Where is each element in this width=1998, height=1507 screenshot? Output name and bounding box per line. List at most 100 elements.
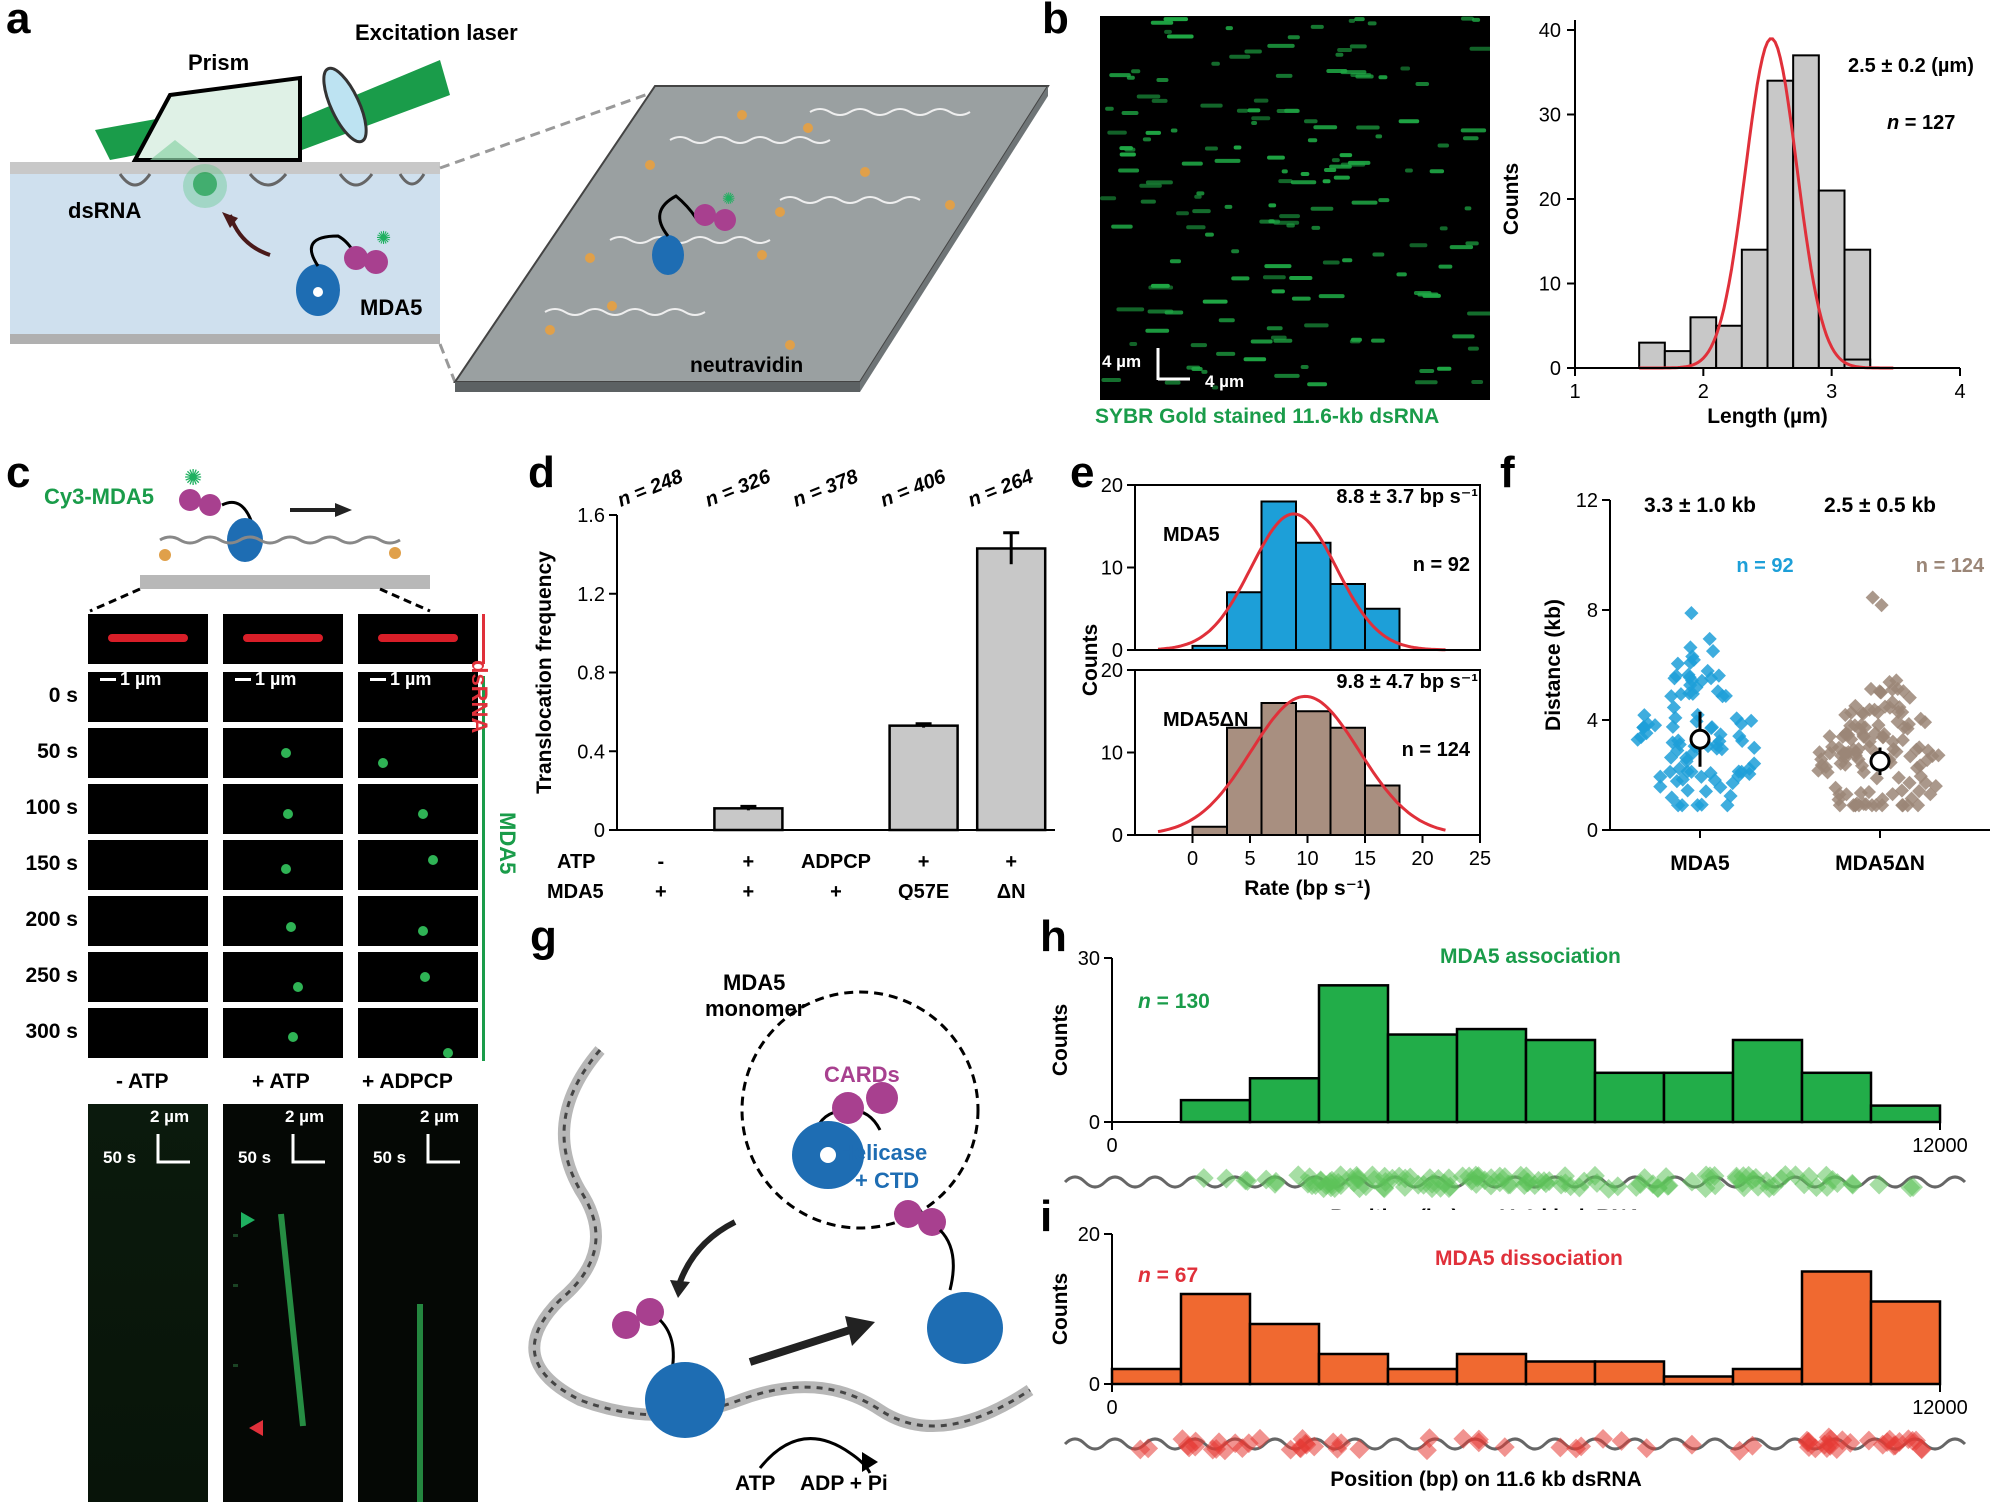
molecule-spot	[1275, 73, 1293, 78]
rate-bar	[1260, 500, 1297, 651]
kymo-x-scale-3: 2 µm	[420, 1107, 460, 1126]
molecule-spot	[1131, 69, 1141, 74]
molecule-spot	[1150, 20, 1174, 25]
molecule-spot	[1340, 70, 1367, 75]
rate-bar	[1295, 710, 1332, 836]
mda5-row-label: ΔN	[997, 881, 1026, 900]
mean-marker	[1869, 750, 1891, 772]
molecule-spot	[1211, 385, 1219, 390]
molecule-spot	[1396, 272, 1407, 277]
x-tick-label: 12000	[1912, 1135, 1968, 1157]
molecule-spot	[1100, 196, 1117, 201]
quartz-slide	[10, 162, 440, 174]
atp-row-title: ATP	[557, 851, 596, 873]
x-tick-label: 0	[1106, 1135, 1117, 1157]
event-marker	[1626, 1177, 1647, 1197]
y-tick-label: 30	[1539, 105, 1561, 127]
sybr-gold-micrograph	[1100, 16, 1490, 400]
molecule-spot	[1438, 264, 1453, 269]
molecule-spot	[1251, 116, 1271, 121]
position-bar	[1317, 984, 1390, 1124]
time-lapse-frame	[88, 784, 208, 834]
molecule-spot	[1322, 260, 1340, 265]
time-lapse-frame	[88, 1008, 208, 1058]
g-title-line2: monomer	[705, 996, 806, 1021]
distance-point	[1869, 771, 1884, 786]
kymo-x-scale-1: 2 µm	[150, 1107, 190, 1126]
molecule-spot	[1271, 289, 1285, 294]
event-marker	[1468, 1432, 1489, 1453]
y-tick-label: 0	[1112, 825, 1123, 847]
event-marker	[1349, 1439, 1370, 1460]
molecule-spot	[1378, 75, 1388, 80]
molecule-spot	[1250, 339, 1273, 344]
distance-point	[1863, 681, 1879, 697]
histogram-bar	[1766, 79, 1795, 369]
molecule-spot	[1279, 214, 1301, 219]
distance-point	[1670, 656, 1685, 671]
mda5-row-title: MDA5	[547, 881, 604, 900]
distance-point	[1723, 788, 1738, 804]
molecule-spot	[1119, 152, 1136, 157]
distance-point	[1684, 673, 1700, 688]
molecule-spot	[1163, 17, 1189, 22]
molecule-spot	[1270, 335, 1287, 340]
y-tick-label: 20	[1078, 1224, 1100, 1246]
time-lapse-frame	[358, 728, 478, 778]
molecule-spot	[1216, 351, 1236, 356]
distance-point	[1874, 598, 1889, 613]
micrograph-caption: SYBR Gold stained 11.6-kb dsRNA	[1095, 405, 1440, 428]
atp-row-label: +	[743, 851, 755, 873]
event-marker	[1535, 1173, 1556, 1194]
distance-point	[1671, 798, 1686, 813]
molecule-spot	[1214, 158, 1241, 163]
gaussian-fit-line	[1157, 512, 1446, 652]
molecule-spot	[1371, 338, 1385, 343]
event-marker	[1598, 1178, 1619, 1199]
molecule-spot	[1268, 219, 1275, 224]
mean-marker	[1689, 728, 1711, 750]
position-bar	[1800, 1071, 1873, 1124]
panel-c-schematic: ✺	[140, 465, 430, 589]
distance-point	[1704, 720, 1720, 735]
distance-point	[1680, 783, 1695, 798]
rate-bar	[1260, 702, 1297, 836]
rate-bar	[1329, 726, 1366, 836]
molecule-spot	[1201, 369, 1208, 374]
molecule-spot	[1181, 161, 1203, 166]
y-tick-label: 20	[1101, 475, 1123, 497]
molecule-spot	[1145, 328, 1170, 333]
molecule-spot	[1378, 198, 1390, 203]
time-lapse-frame	[358, 952, 478, 1002]
event-marker	[1695, 1178, 1716, 1199]
molecule-spot	[1145, 180, 1173, 185]
molecule-spot	[1429, 169, 1445, 174]
molecule-spot	[1229, 54, 1251, 59]
association-n: n = 130	[1138, 990, 1210, 1014]
y-axis-title: Distance (kb)	[1542, 599, 1565, 731]
position-bar	[1110, 1367, 1183, 1386]
x-tick-label: 15	[1354, 848, 1376, 870]
molecule-spot	[1437, 366, 1452, 371]
distance-point	[1892, 700, 1907, 715]
molecule-spot	[1462, 136, 1479, 141]
molecule-spot	[1164, 380, 1181, 385]
distance-point	[1833, 756, 1848, 771]
dsrna-frame	[88, 614, 208, 664]
position-bar	[1455, 1027, 1528, 1124]
event-marker	[1465, 1165, 1486, 1186]
event-marker	[1593, 1428, 1613, 1449]
panel-c-zoom-lines	[89, 587, 431, 613]
molecule-spot	[1251, 121, 1258, 126]
position-bar	[1869, 1300, 1942, 1386]
association-n-value: = 130	[1150, 990, 1210, 1013]
rate-bar	[1191, 825, 1228, 836]
time-lapse-frame	[358, 840, 478, 890]
molecule-spot	[1465, 241, 1479, 246]
time-lapse-frame	[223, 728, 343, 778]
molecule-spot	[1398, 119, 1420, 124]
molecule-spot	[1354, 17, 1365, 22]
x-tick-label: 5	[1244, 848, 1255, 870]
position-bar	[1248, 1077, 1321, 1124]
y-tick-label: 0.8	[577, 663, 605, 685]
